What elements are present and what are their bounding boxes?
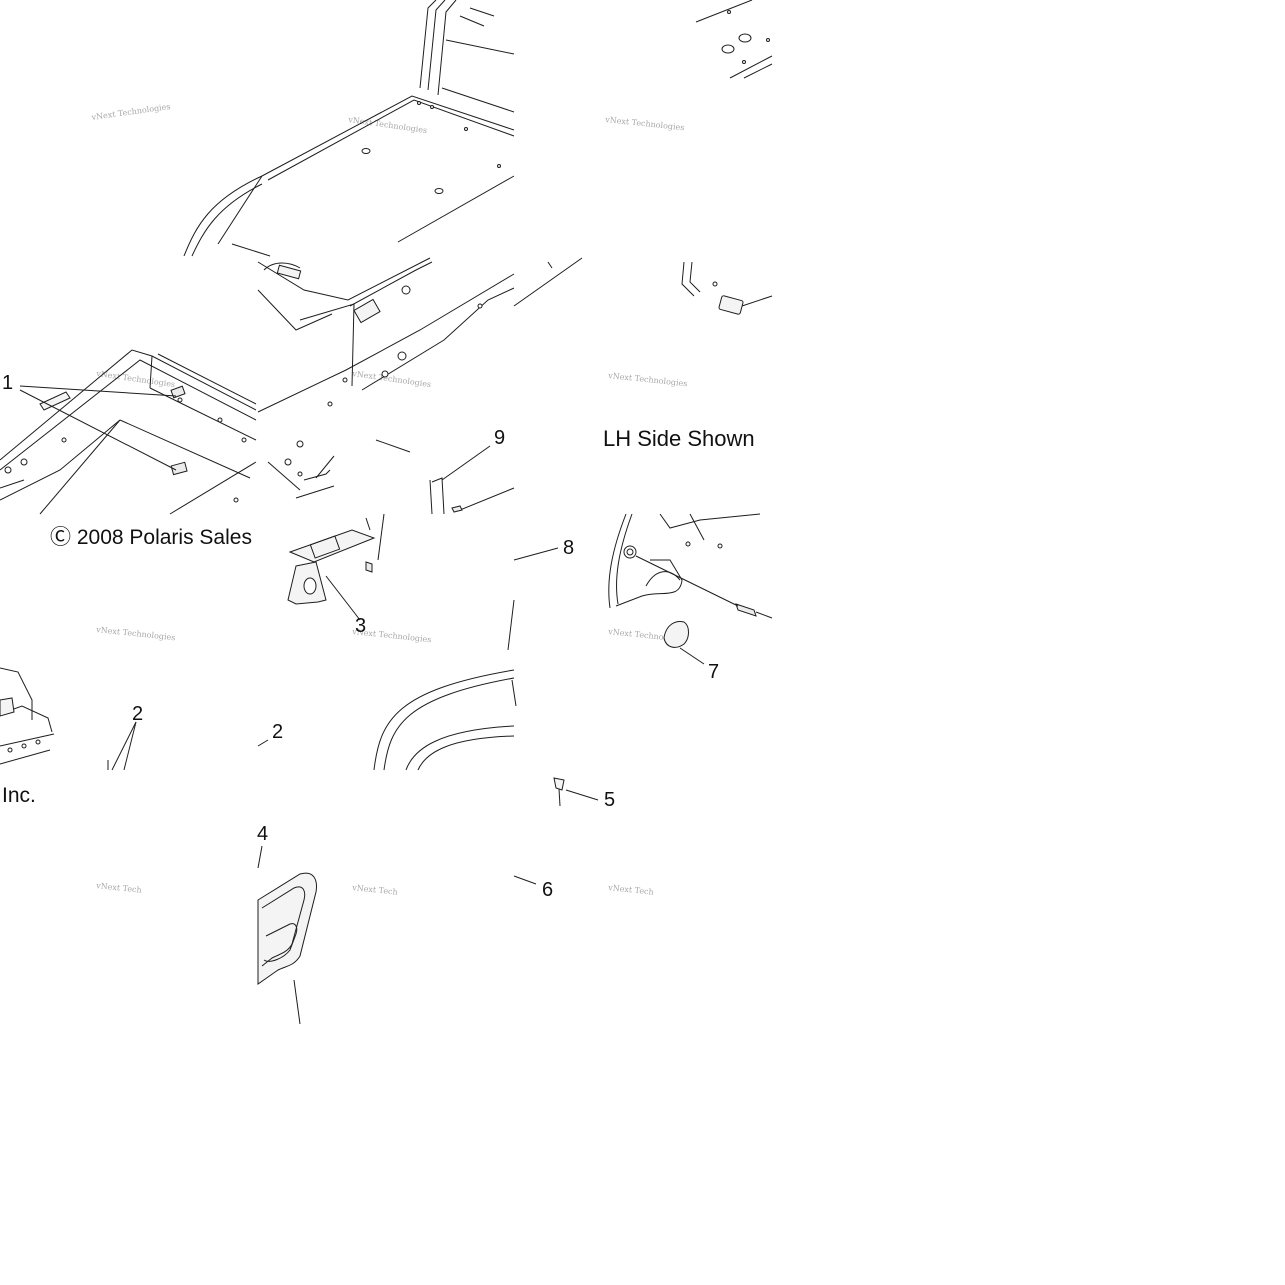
rivet-5 [553, 777, 599, 807]
watermark: vNext Tech [351, 883, 398, 897]
callout-9: 9 [494, 427, 505, 449]
watermark: vNext Technologies [90, 102, 171, 122]
leader-6 [513, 875, 537, 885]
watermark: vNext Technologies [347, 115, 428, 135]
callout-2: 2 [272, 721, 283, 743]
watermark: vNext Tech [95, 881, 142, 895]
watermark: vNext Technologies [604, 115, 685, 132]
callout-numbers: 1 9 8 3 7 2 2 5 4 6 [2, 372, 719, 901]
rear-body-panel [183, 0, 515, 257]
bracket-3 [287, 513, 385, 621]
watermarks: vNext Technologies vNext Technologies vN… [90, 102, 688, 897]
mount-clip [513, 257, 773, 315]
bracket-9 [429, 445, 515, 515]
callout-1: 1 [2, 372, 13, 394]
cargo-box-lower [0, 667, 55, 765]
callout-6: 6 [542, 879, 553, 901]
callout-3: 3 [355, 615, 366, 637]
cargo-box-assembly [0, 349, 257, 515]
rear-panel-fragment [695, 0, 773, 79]
callout-5: 5 [604, 789, 615, 811]
frame-section [257, 257, 515, 499]
copyright-notice: Ⓒ 2008 Polaris Sales [50, 526, 252, 549]
callout-8: 8 [563, 537, 574, 559]
watermark: vNext Technologies [607, 371, 688, 388]
copyright-notice-continued: Inc. [2, 784, 36, 807]
callout-7: 7 [708, 661, 719, 683]
watermark: vNext Technologies [95, 625, 176, 642]
door-handle-4 [257, 845, 317, 1025]
lh-side-shown-caption: LH Side Shown [603, 426, 755, 451]
callout-2: 2 [132, 703, 143, 725]
watermark: vNext Tech [607, 883, 654, 897]
fender-panel [373, 547, 559, 771]
lh-side-fender [608, 513, 773, 665]
callout-4: 4 [257, 823, 268, 845]
leaders-part-2 [107, 721, 269, 771]
